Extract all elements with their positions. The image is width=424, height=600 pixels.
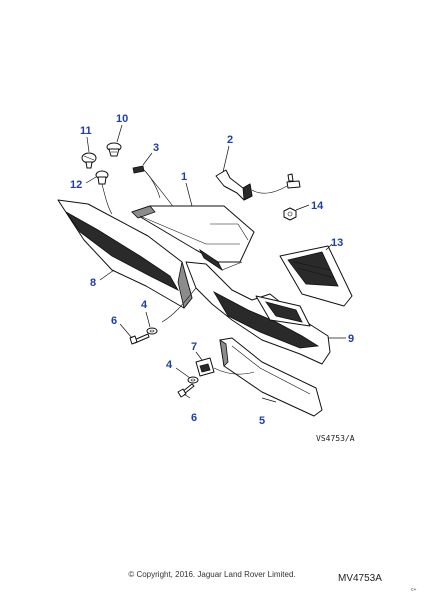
part-10-clip [106,142,122,157]
callout-7: 7 [191,341,197,353]
part-2-bracket [215,169,288,201]
part-7-clip [195,357,255,377]
callout-13: 13 [331,237,343,249]
callout-8: 8 [90,277,96,289]
callout-14: 14 [311,200,324,212]
callout-4a: 4 [141,299,148,311]
callout-2: 2 [227,134,233,146]
bracket-screw [286,173,301,189]
callout-9: 9 [348,333,354,345]
callout-1: 1 [181,171,187,183]
callout-12: 12 [70,179,82,191]
part-6-screw-upper [129,333,150,345]
part-13-vent [279,245,353,307]
part-12-clip [95,170,113,215]
part-4-washer-upper [146,327,158,335]
callout-3: 3 [153,142,159,154]
diagram-code: MV4753A [338,573,382,584]
part-5-cover-panel [219,337,323,417]
part-1-glovebox-lid [131,205,255,272]
callout-11: 11 [80,125,92,137]
callout-5: 5 [259,415,265,427]
part-4-washer-lower [187,376,199,384]
part-8-side-panel [57,199,193,309]
copyright-notice: © Copyright, 2016. Jaguar Land Rover Lim… [128,570,296,579]
part-11-screw [81,152,97,169]
part-14-nut [283,207,297,221]
callout-4b: 4 [166,359,173,371]
drawing-reference: VS4753/A [316,434,355,443]
callout-10: 10 [116,113,128,125]
corner-mark: c+ [411,587,417,593]
part-9-lower-panel [161,261,331,365]
part-6-screw-lower [177,383,195,398]
callout-6b: 6 [191,412,197,424]
callout-6a: 6 [111,315,117,327]
